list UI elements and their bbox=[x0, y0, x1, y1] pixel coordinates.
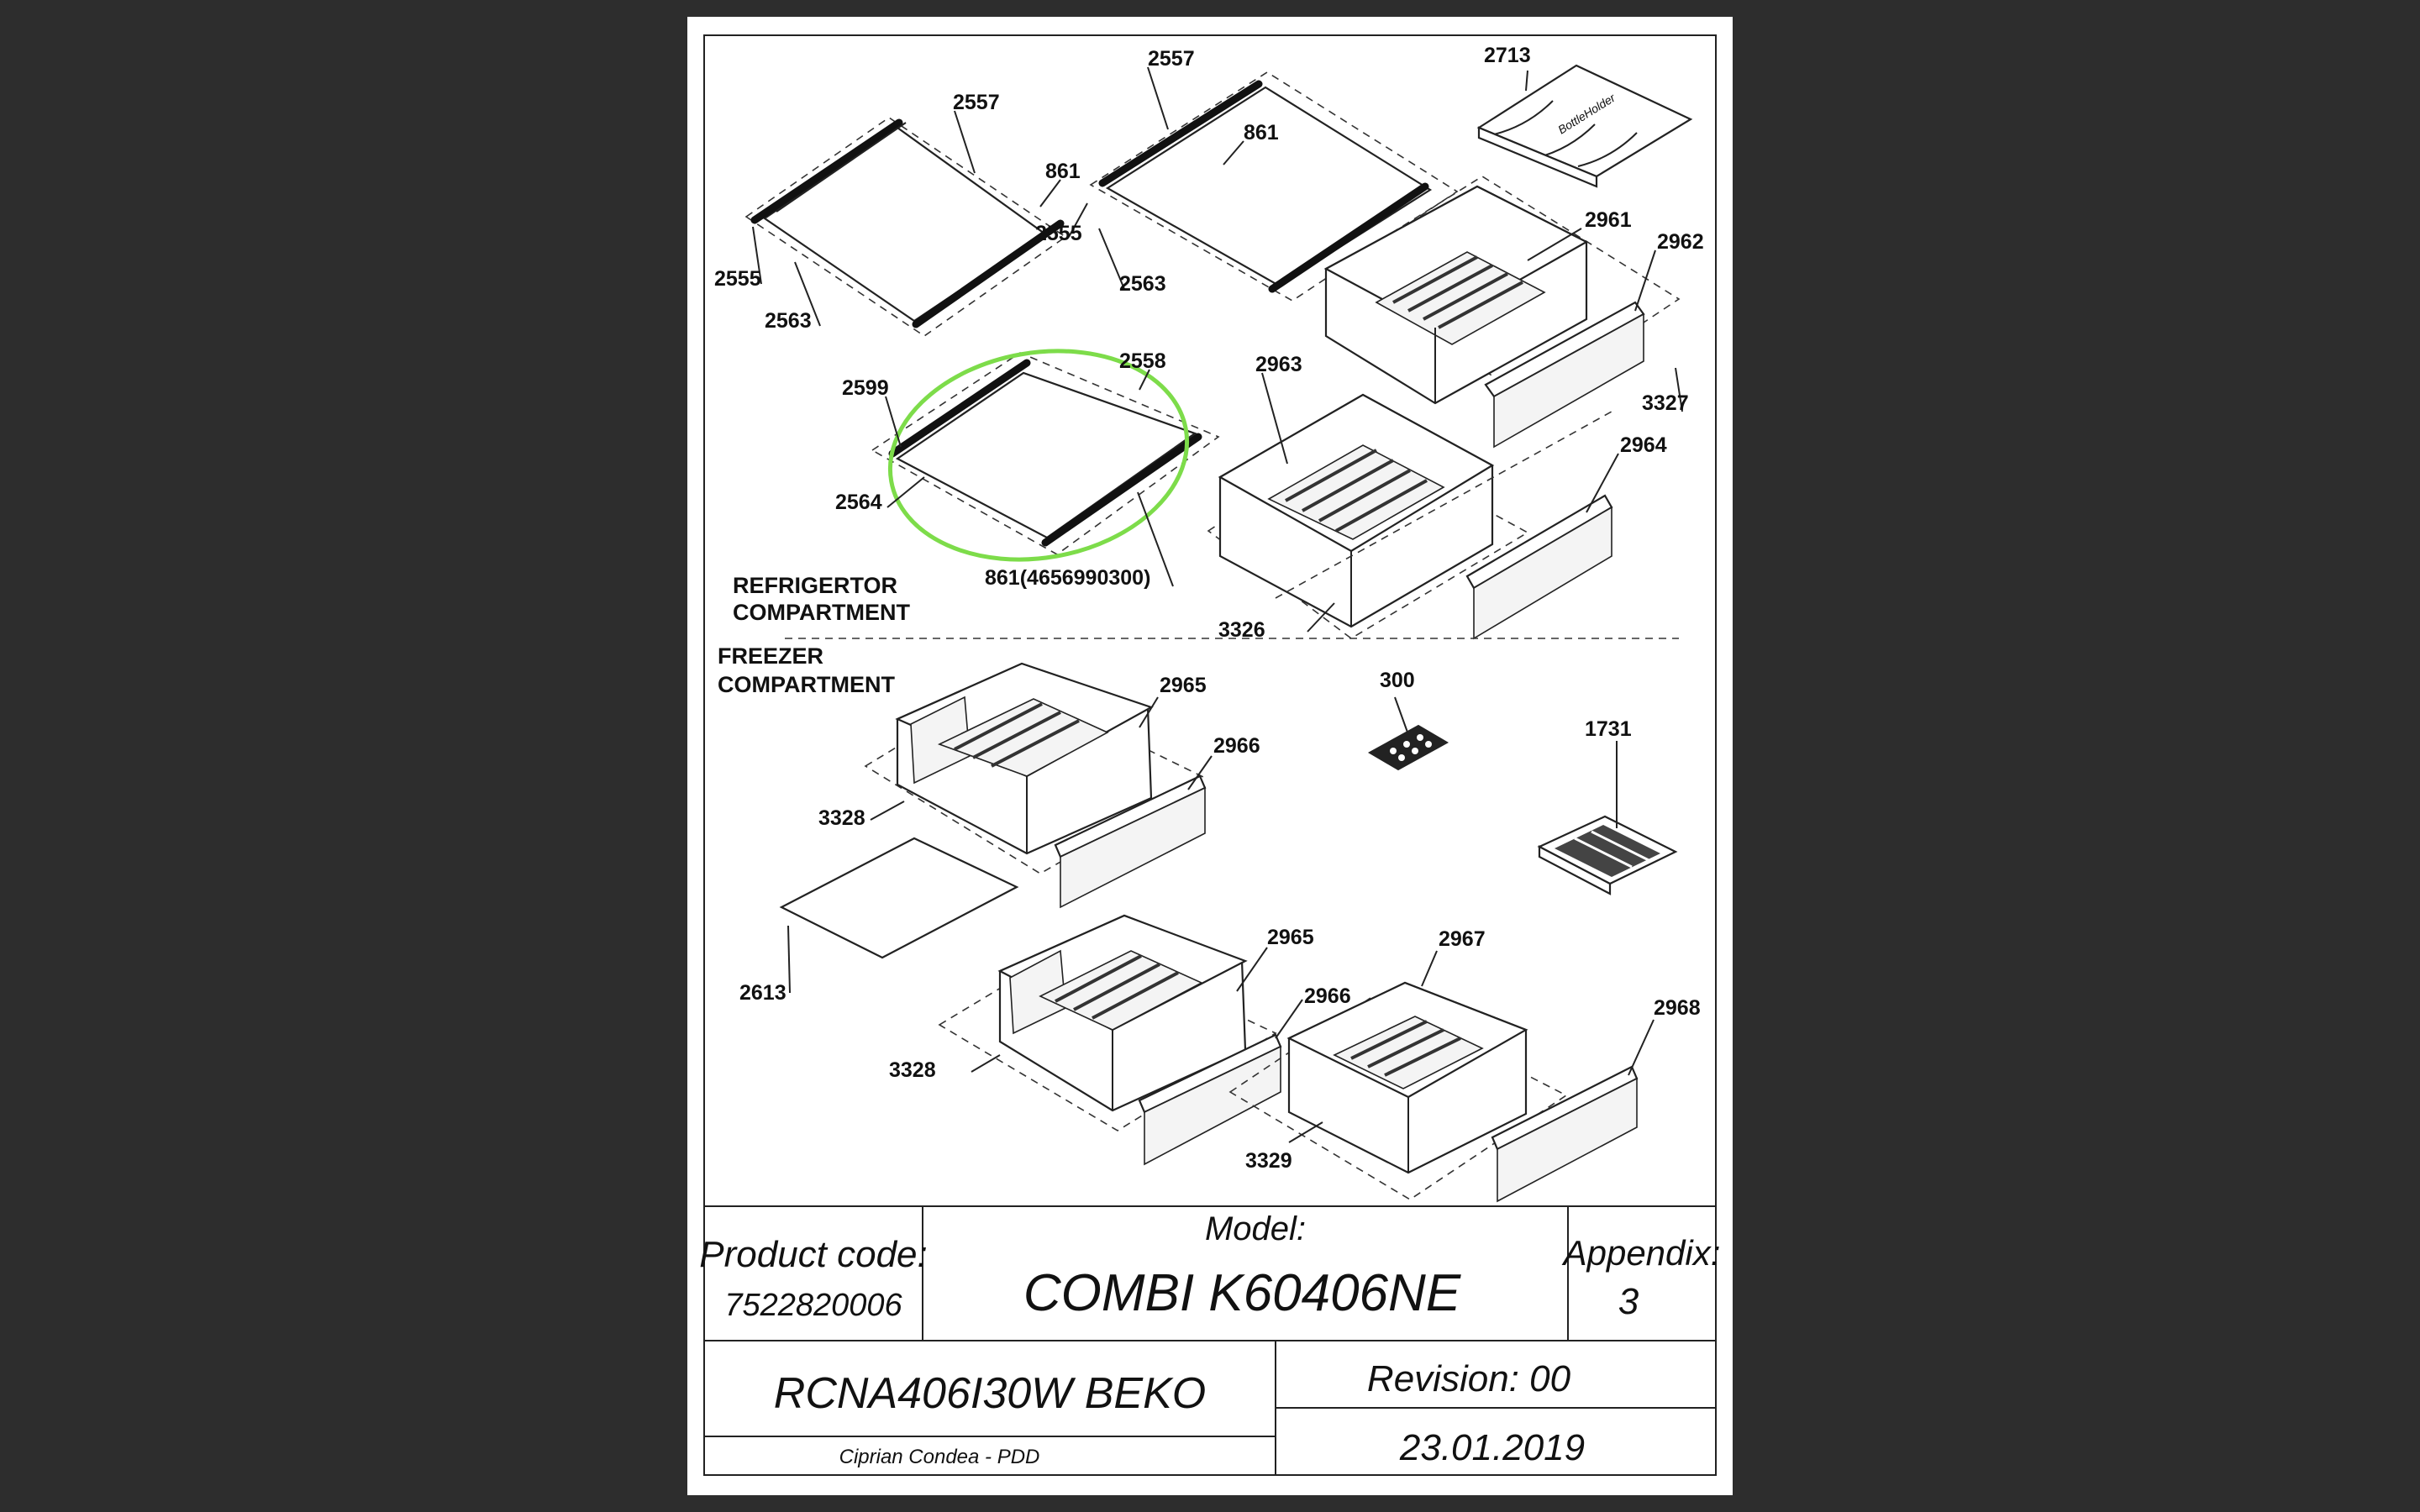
title-block bbox=[704, 1205, 1716, 1475]
drawing-border bbox=[703, 34, 1717, 1476]
drawer-2961 bbox=[1323, 176, 1681, 405]
part-label-2966: 2966 bbox=[1304, 984, 1351, 1008]
model-label: Model: bbox=[1205, 1210, 1306, 1247]
appendix-number: 3 bbox=[1618, 1281, 1639, 1322]
ice-tray-300 bbox=[1367, 724, 1449, 771]
glass-panel-2613 bbox=[779, 837, 1019, 959]
exploded-parts-diagram: BottleHolder bbox=[699, 34, 1721, 1476]
part-label-2558: 2558 bbox=[1119, 349, 1166, 373]
part-label-3326: 3326 bbox=[1218, 618, 1265, 642]
freezer-drawer-lower bbox=[938, 914, 1277, 1131]
highlight-circle bbox=[887, 349, 1190, 562]
part-label-300: 300 bbox=[1380, 669, 1415, 692]
freezer-drawer-front-2968 bbox=[1491, 1065, 1639, 1203]
appendix-label: Appendix: bbox=[1561, 1233, 1721, 1273]
ice-tray-1731 bbox=[1537, 815, 1678, 895]
model-name: COMBI K60406NE bbox=[1023, 1264, 1461, 1322]
glass-shelf-center bbox=[1089, 71, 1459, 302]
part-label-2557: 2557 bbox=[1148, 47, 1195, 71]
part-label-3329: 3329 bbox=[1245, 1149, 1292, 1173]
part-label-3328: 3328 bbox=[818, 806, 865, 830]
part-label-2563: 2563 bbox=[765, 309, 812, 333]
part-label-1731: 1731 bbox=[1585, 717, 1632, 741]
part-label-861: 861 bbox=[1045, 160, 1081, 183]
freezer-drawer-upper bbox=[864, 662, 1207, 874]
part-label-2965: 2965 bbox=[1160, 674, 1207, 697]
part-labels: 2557 861 2555 2563 2555 2557 861 2563 27… bbox=[714, 44, 1704, 1173]
part-label-3327: 3327 bbox=[1642, 391, 1689, 415]
refrigerator-label-line2: COMPARTMENT bbox=[733, 600, 910, 625]
part-label-2962: 2962 bbox=[1657, 230, 1704, 254]
part-label-2557: 2557 bbox=[953, 91, 1000, 114]
part-label-861-4656990300: 861(4656990300) bbox=[985, 566, 1150, 590]
freezer-drawer-front-2966b bbox=[1138, 1033, 1282, 1166]
product-name: RCNA406I30W BEKO bbox=[774, 1369, 1206, 1418]
part-label-2965: 2965 bbox=[1267, 926, 1314, 949]
part-label-2613: 2613 bbox=[739, 981, 786, 1005]
revision: Revision: 00 bbox=[1367, 1358, 1571, 1399]
drawer-2963 bbox=[1207, 393, 1529, 639]
part-label-2968: 2968 bbox=[1654, 996, 1701, 1020]
drawing-sheet: BottleHolder bbox=[687, 17, 1733, 1495]
part-label-2599: 2599 bbox=[842, 376, 889, 400]
part-label-861: 861 bbox=[1244, 121, 1279, 144]
freezer-drawer-2967 bbox=[1228, 981, 1568, 1200]
product-code: 7522820006 bbox=[724, 1288, 902, 1323]
part-label-2555: 2555 bbox=[714, 267, 761, 291]
bottle-holder: BottleHolder bbox=[1476, 64, 1693, 188]
refrigerator-label-line1: REFRIGERTOR bbox=[733, 573, 897, 598]
part-label-2967: 2967 bbox=[1439, 927, 1486, 951]
glass-shelf-2558 bbox=[871, 352, 1220, 555]
dash-3327 bbox=[1275, 411, 1612, 599]
part-label-2564: 2564 bbox=[835, 491, 882, 514]
freezer-label-line2: COMPARTMENT bbox=[718, 672, 895, 697]
freezer-label-line1: FREEZER bbox=[718, 643, 823, 669]
part-label-2963: 2963 bbox=[1255, 353, 1302, 376]
part-label-2964: 2964 bbox=[1620, 433, 1667, 457]
part-label-2555: 2555 bbox=[1035, 222, 1082, 245]
part-label-2563: 2563 bbox=[1119, 272, 1166, 296]
glass-shelf-left bbox=[744, 117, 1067, 337]
part-label-2966: 2966 bbox=[1213, 734, 1260, 758]
freezer-drawer-front-2966a bbox=[1054, 774, 1207, 909]
part-label-2961: 2961 bbox=[1585, 208, 1632, 232]
part-label-3328: 3328 bbox=[889, 1058, 936, 1082]
drawer-front-2962 bbox=[1484, 301, 1645, 449]
drawer-front-2964 bbox=[1465, 494, 1613, 640]
revision-date: 23.01.2019 bbox=[1399, 1427, 1585, 1468]
author: Ciprian Condea - PDD bbox=[839, 1446, 1040, 1468]
part-label-2713: 2713 bbox=[1484, 44, 1531, 67]
product-code-label: Product code: bbox=[699, 1234, 928, 1275]
